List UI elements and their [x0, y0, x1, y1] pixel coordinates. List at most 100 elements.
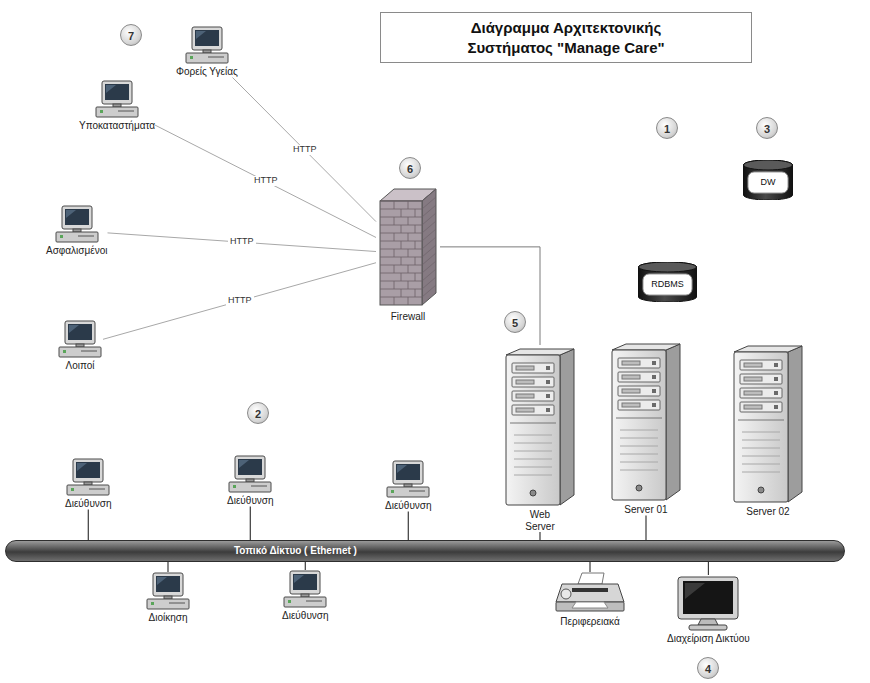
- connector-line: [155, 125, 376, 237]
- wall-icon-part: [380, 201, 422, 305]
- pc-icon-part: [284, 597, 326, 607]
- pc-icon-part: [288, 600, 291, 603]
- wall-icon-part: [380, 281, 422, 282]
- wall-icon-part: [401, 241, 402, 249]
- node-label: Server 02: [745, 506, 791, 518]
- wall-icon-part: [422, 277, 436, 289]
- wall-icon-part: [415, 209, 416, 217]
- pc-icon-part: [156, 576, 180, 592]
- wall-icon-part: [422, 229, 436, 241]
- server-icon-part: [514, 435, 552, 436]
- wall-icon-part: [408, 249, 409, 257]
- printer-icon-part: [561, 589, 571, 599]
- server-icon-part: [514, 459, 552, 460]
- wall-icon-part: [401, 257, 402, 265]
- server-icon-part: [636, 485, 642, 491]
- firewall: Firewall: [376, 185, 440, 323]
- monitor-icon-part: [685, 583, 705, 599]
- pc-icon-part: [387, 487, 429, 497]
- server-icon-part: [612, 344, 680, 350]
- pc-icon: [65, 458, 111, 496]
- client-computer: Ασφαλισμένοι: [46, 205, 108, 257]
- pc-icon-part: [196, 31, 206, 39]
- server-icon-part: [774, 363, 778, 367]
- pc-icon-part: [293, 574, 317, 590]
- connector-line: [305, 562, 306, 570]
- server-icon-part: [546, 408, 550, 412]
- pc-icon-part: [81, 351, 97, 352]
- pc-icon-part: [106, 85, 116, 93]
- workstation: Διεύθυνση: [65, 458, 112, 510]
- wall-icon-part: [415, 241, 416, 249]
- server-icon-part: [516, 380, 534, 384]
- wall-icon-part: [408, 297, 409, 305]
- wall-icon-part: [394, 201, 395, 209]
- connector-line: [440, 247, 540, 345]
- connector-group: [88, 78, 708, 576]
- network-bus: Τοπικό Δίκτυο ( Ethernet ): [5, 540, 845, 562]
- pc-icon-part: [208, 57, 224, 58]
- node-label: Server 01: [623, 504, 669, 516]
- pc-icon-part: [65, 209, 89, 225]
- diagram-title: Διάγραμμα Αρχιτεκτονικής Συστήματος "Man…: [431, 18, 701, 57]
- server-icon-part: [512, 377, 554, 387]
- node-label: Web Server: [517, 509, 563, 532]
- printer-icon-part: [556, 584, 624, 602]
- server-icon-part: [560, 349, 574, 505]
- monitor-icon-part: [689, 625, 727, 630]
- node-label: Υποκαταστήματα: [79, 120, 155, 132]
- connector-line: [250, 507, 251, 541]
- node-label: Διεύθυνση: [65, 498, 112, 510]
- server-icon-part: [620, 430, 658, 431]
- server-icon-part: [742, 448, 780, 449]
- server-icon-part: [622, 403, 640, 407]
- node-label: Firewall: [391, 311, 425, 323]
- edge-label: HTTP: [291, 145, 319, 155]
- server-icon-part: [530, 490, 536, 496]
- connector-line: [408, 512, 409, 541]
- wall-icon-part: [422, 269, 436, 281]
- server-icon-part: [622, 375, 640, 379]
- wall-icon-part: [394, 297, 395, 305]
- monitor-icon-part: [683, 581, 733, 614]
- server-tower: Web Server: [500, 345, 580, 532]
- wall-icon-part: [422, 245, 436, 257]
- pc-icon: [145, 572, 191, 610]
- wall-icon-part: [408, 233, 409, 241]
- pc-icon-part: [100, 110, 103, 113]
- wall-icon-part: [422, 285, 436, 297]
- server-icon-part: [774, 391, 778, 395]
- server-icon-part: [516, 394, 534, 398]
- admin-console: Διαχείριση Δικτύου: [667, 575, 750, 645]
- connector-line: [108, 233, 376, 252]
- wall-icon-part: [380, 233, 422, 234]
- pc-icon-part: [192, 27, 222, 50]
- server-icon-part: [512, 363, 554, 373]
- pc-icon-part: [89, 489, 105, 490]
- pc-icon: [94, 80, 140, 118]
- server-icon-part: [516, 366, 534, 370]
- connector-line: [103, 263, 376, 340]
- pc-icon-part: [151, 602, 154, 605]
- server-icon-part: [622, 361, 640, 365]
- connector-line: [539, 532, 540, 540]
- pc-icon-part: [71, 488, 74, 491]
- server-icon-part: [758, 487, 764, 493]
- pc-icon-part: [393, 461, 423, 484]
- pc-icon: [57, 320, 103, 358]
- server-icon-part: [514, 443, 552, 444]
- server-icon-part: [742, 464, 780, 465]
- server-icon: [606, 340, 686, 502]
- printer-icon-part: [572, 602, 608, 608]
- wall-icon-part: [394, 249, 395, 257]
- server-icon-part: [738, 420, 784, 421]
- pc-icon-part: [65, 321, 95, 344]
- pc-icon-part: [396, 464, 420, 480]
- edge-label: HTTP: [252, 176, 280, 186]
- server-icon-part: [506, 349, 574, 355]
- pc-icon-part: [76, 462, 100, 478]
- wall-icon-part: [415, 225, 416, 233]
- pc-icon: [54, 205, 100, 243]
- wall-icon-part: [415, 273, 416, 281]
